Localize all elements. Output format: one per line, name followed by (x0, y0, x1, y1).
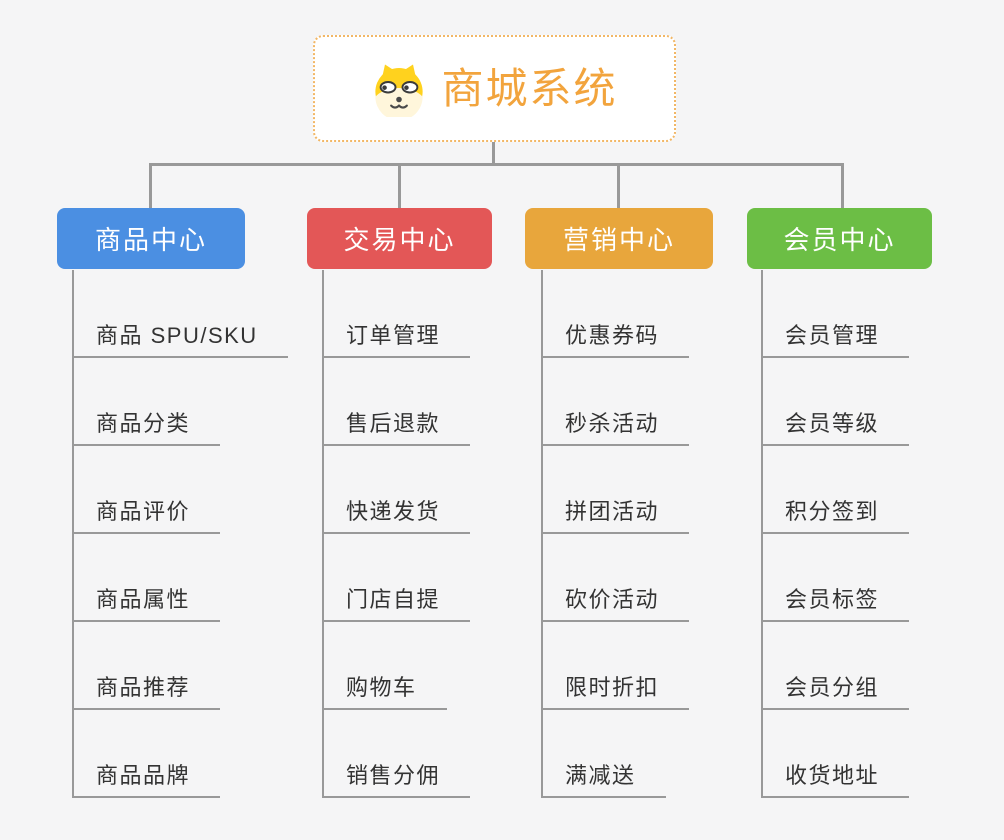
leaf-label: 满减送 (541, 763, 666, 798)
leaf-label: 会员等级 (761, 411, 910, 446)
leaf-node-marketing-group-buy[interactable]: 拼团活动 (541, 446, 781, 534)
connector-drop-member (841, 163, 844, 209)
leaf-node-member-address[interactable]: 收货地址 (761, 710, 1001, 798)
leaf-label: 购物车 (322, 675, 447, 710)
leaf-node-member-level[interactable]: 会员等级 (761, 358, 1001, 446)
leaf-node-member-tags[interactable]: 会员标签 (761, 534, 1001, 622)
leaf-label: 门店自提 (322, 587, 471, 622)
connector-drop-trade (398, 163, 401, 209)
leaf-label: 快递发货 (322, 499, 471, 534)
leaf-label: 拼团活动 (541, 499, 690, 534)
leaf-node-trade-refund[interactable]: 售后退款 (322, 358, 562, 446)
leaf-label: 销售分佣 (322, 763, 471, 798)
leaf-label: 收货地址 (761, 763, 910, 798)
leaf-label: 商品评价 (72, 499, 221, 534)
leaf-label: 商品推荐 (72, 675, 221, 710)
branch-node-goods-center[interactable]: 商品中心 (57, 208, 245, 269)
leaf-node-member-groups[interactable]: 会员分组 (761, 622, 1001, 710)
branch-node-trade-center[interactable]: 交易中心 (307, 208, 492, 269)
leaf-node-trade-commission[interactable]: 销售分佣 (322, 710, 562, 798)
leaf-label: 会员分组 (761, 675, 910, 710)
branch-children-goods: 商品 SPU/SKU 商品分类 商品评价 商品属性 商品推荐 商品品牌 (72, 270, 312, 798)
connector-drop-goods (149, 163, 152, 209)
connector-trunk-trade (322, 270, 324, 798)
leaf-label: 订单管理 (322, 323, 471, 358)
leaf-node-goods-attribute[interactable]: 商品属性 (72, 534, 312, 622)
leaf-label: 售后退款 (322, 411, 471, 446)
connector-drop-marketing (617, 163, 620, 209)
leaf-label: 会员管理 (761, 323, 910, 358)
branch-children-marketing: 优惠券码 秒杀活动 拼团活动 砍价活动 限时折扣 满减送 (541, 270, 781, 798)
leaf-label: 商品属性 (72, 587, 221, 622)
leaf-node-trade-shipping[interactable]: 快递发货 (322, 446, 562, 534)
leaf-node-member-points-checkin[interactable]: 积分签到 (761, 446, 1001, 534)
leaf-node-trade-store-pickup[interactable]: 门店自提 (322, 534, 562, 622)
leaf-label: 商品分类 (72, 411, 221, 446)
branch-node-member-center[interactable]: 会员中心 (747, 208, 932, 269)
connector-root-stem (492, 142, 495, 163)
leaf-label: 会员标签 (761, 587, 910, 622)
leaf-node-marketing-full-reduction[interactable]: 满减送 (541, 710, 781, 798)
leaf-node-trade-cart[interactable]: 购物车 (322, 622, 562, 710)
root-title: 商城系统 (441, 64, 618, 112)
leaf-node-marketing-coupon[interactable]: 优惠券码 (541, 270, 781, 358)
leaf-node-goods-category[interactable]: 商品分类 (72, 358, 312, 446)
leaf-node-trade-orders[interactable]: 订单管理 (322, 270, 562, 358)
leaf-label: 秒杀活动 (541, 411, 690, 446)
dog-face-icon (371, 61, 427, 117)
leaf-label: 商品品牌 (72, 763, 221, 798)
leaf-node-marketing-flash-sale[interactable]: 秒杀活动 (541, 358, 781, 446)
connector-trunk-member (761, 270, 763, 798)
branch-children-member: 会员管理 会员等级 积分签到 会员标签 会员分组 收货地址 (761, 270, 1001, 798)
leaf-label: 砍价活动 (541, 587, 690, 622)
leaf-node-goods-recommend[interactable]: 商品推荐 (72, 622, 312, 710)
leaf-node-goods-brand[interactable]: 商品品牌 (72, 710, 312, 798)
leaf-label: 商品 SPU/SKU (72, 323, 288, 358)
leaf-label: 优惠券码 (541, 323, 690, 358)
branch-children-trade: 订单管理 售后退款 快递发货 门店自提 购物车 销售分佣 (322, 270, 562, 798)
leaf-node-marketing-limited-discount[interactable]: 限时折扣 (541, 622, 781, 710)
leaf-node-goods-review[interactable]: 商品评价 (72, 446, 312, 534)
leaf-node-member-management[interactable]: 会员管理 (761, 270, 1001, 358)
connector-trunk-goods (72, 270, 74, 798)
branch-node-marketing-center[interactable]: 营销中心 (525, 208, 713, 269)
connector-trunk-marketing (541, 270, 543, 798)
leaf-label: 限时折扣 (541, 675, 690, 710)
leaf-node-goods-spu-sku[interactable]: 商品 SPU/SKU (72, 270, 312, 358)
connector-horizontal-bar (149, 163, 844, 166)
root-node[interactable]: 商城系统 (313, 35, 676, 142)
leaf-label: 积分签到 (761, 499, 910, 534)
leaf-node-marketing-bargain[interactable]: 砍价活动 (541, 534, 781, 622)
